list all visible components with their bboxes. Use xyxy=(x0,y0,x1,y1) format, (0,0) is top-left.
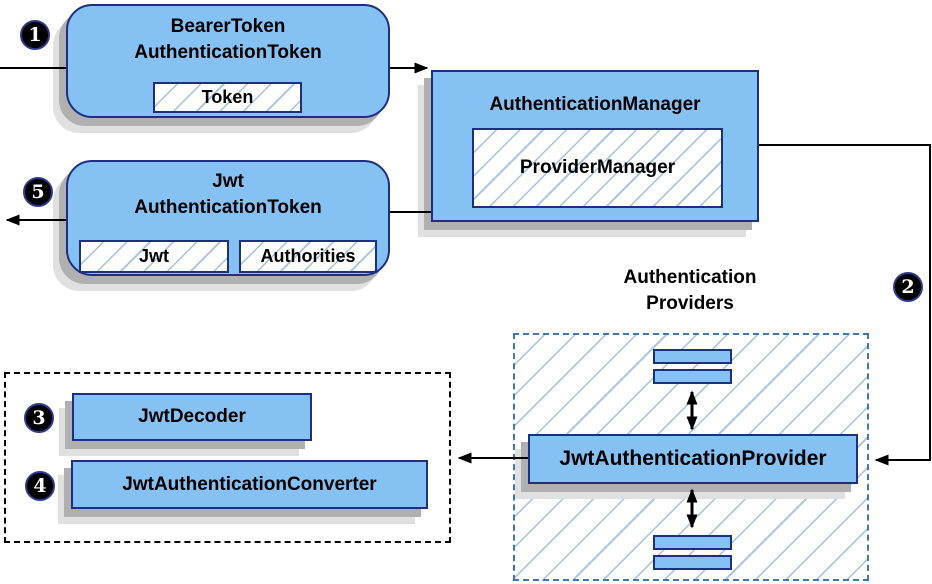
jwt-authentication-converter-label: JwtAuthenticationConverter xyxy=(122,473,377,495)
authorities-chip: Authorities xyxy=(239,240,377,273)
bearer-token-authentication-token-title: BearerToken AuthenticationToken xyxy=(68,6,388,66)
jwt-decoder-label: JwtDecoder xyxy=(138,406,246,427)
jwt-authentication-converter-box: JwtAuthenticationConverter xyxy=(71,460,428,509)
step-1-badge-number: 1 xyxy=(28,24,42,46)
bearer-token-title-line2: AuthenticationToken xyxy=(134,42,322,63)
authentication-manager-box: AuthenticationManager ProviderManager xyxy=(431,70,759,222)
jwt-chip-label: Jwt xyxy=(138,246,169,266)
bearer-token-title-line1: BearerToken xyxy=(170,16,286,37)
provider-manager-chip: ProviderManager xyxy=(472,128,723,208)
jwt-decoder-box: JwtDecoder xyxy=(72,393,312,441)
jwt-authentication-provider-title: JwtAuthenticationProvider xyxy=(530,436,856,482)
authentication-providers-label-line2: Providers xyxy=(646,293,734,314)
jwt-authentication-provider-label: JwtAuthenticationProvider xyxy=(559,447,827,470)
token-chip-label: Token xyxy=(201,87,254,107)
jwt-chip: Jwt xyxy=(79,240,229,273)
bearer-token-authentication-token-box: BearerToken AuthenticationToken Token xyxy=(66,4,390,118)
authorities-chip-label: Authorities xyxy=(260,246,356,266)
provider-slot-bar-top-1 xyxy=(653,349,732,364)
jwt-decoder-title: JwtDecoder xyxy=(74,395,310,439)
jwt-authentication-token-box: Jwt AuthenticationToken Jwt Authorities xyxy=(66,160,390,276)
jwt-authentication-provider-box: JwtAuthenticationProvider xyxy=(528,434,858,484)
authentication-providers-label-line1: Authentication xyxy=(623,267,757,288)
provider-slot-bar-bottom-2 xyxy=(653,555,732,570)
step-4-badge-number: 4 xyxy=(33,475,47,497)
step-4-badge: 4 xyxy=(25,471,55,501)
step-2-badge-number: 2 xyxy=(901,276,915,298)
step-2-badge: 2 xyxy=(893,272,923,302)
jwt-authentication-converter-title: JwtAuthenticationConverter xyxy=(73,462,426,507)
jwt-token-title-line1: Jwt xyxy=(212,171,244,192)
step-3-badge-number: 3 xyxy=(32,407,46,429)
authentication-manager-title-text: AuthenticationManager xyxy=(489,94,701,115)
jwt-authentication-token-title: Jwt AuthenticationToken xyxy=(68,162,388,221)
step-3-badge: 3 xyxy=(24,403,54,433)
step-5-badge: 5 xyxy=(23,177,53,207)
provider-manager-chip-label: ProviderManager xyxy=(519,157,676,178)
token-chip: Token xyxy=(153,82,302,113)
jwt-token-title-line2: AuthenticationToken xyxy=(134,197,322,218)
provider-slot-bar-top-2 xyxy=(653,369,732,384)
step-5-badge-number: 5 xyxy=(31,181,45,203)
step-1-badge: 1 xyxy=(20,20,50,50)
authentication-providers-label: Authentication Providers xyxy=(545,265,835,317)
authentication-manager-title: AuthenticationManager xyxy=(433,72,757,118)
provider-slot-bar-bottom-1 xyxy=(653,535,732,550)
